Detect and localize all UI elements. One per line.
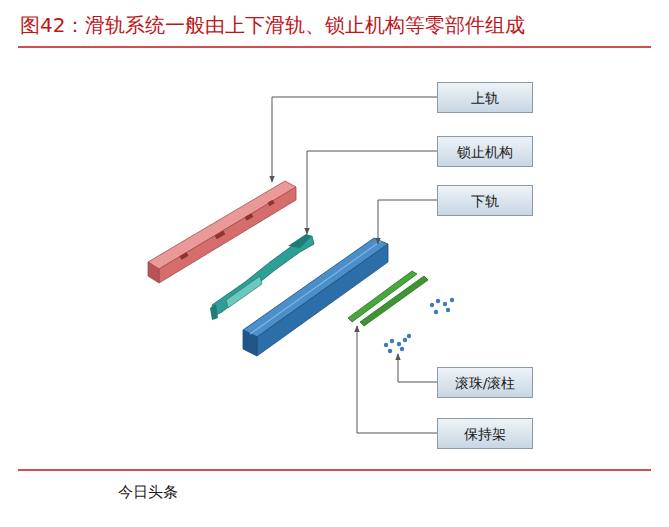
part-label-box: 下轨 <box>437 185 533 216</box>
balls <box>384 298 454 353</box>
part-label-box: 上轨 <box>437 82 533 113</box>
part-name: 滚珠/滚柱 <box>449 374 522 392</box>
part-label-box: 滚珠/滚柱 <box>437 367 533 398</box>
source-note: 今日头条 <box>118 482 178 502</box>
part-name: 上轨 <box>465 89 505 107</box>
part-name: 锁止机构 <box>451 143 519 161</box>
part-label-box: 保持架 <box>437 418 533 449</box>
leader-lines <box>272 97 437 433</box>
cage <box>348 271 428 326</box>
figure-title: 图42：滑轨系统一般由上下滑轨、锁止机构等零部件组成 <box>20 12 525 38</box>
bottom-rule <box>18 469 651 471</box>
part-name: 保持架 <box>458 425 512 443</box>
part-name: 下轨 <box>465 192 505 210</box>
part-label-box: 锁止机构 <box>437 136 533 167</box>
title-rule <box>18 46 651 48</box>
lower-rail <box>243 238 388 356</box>
